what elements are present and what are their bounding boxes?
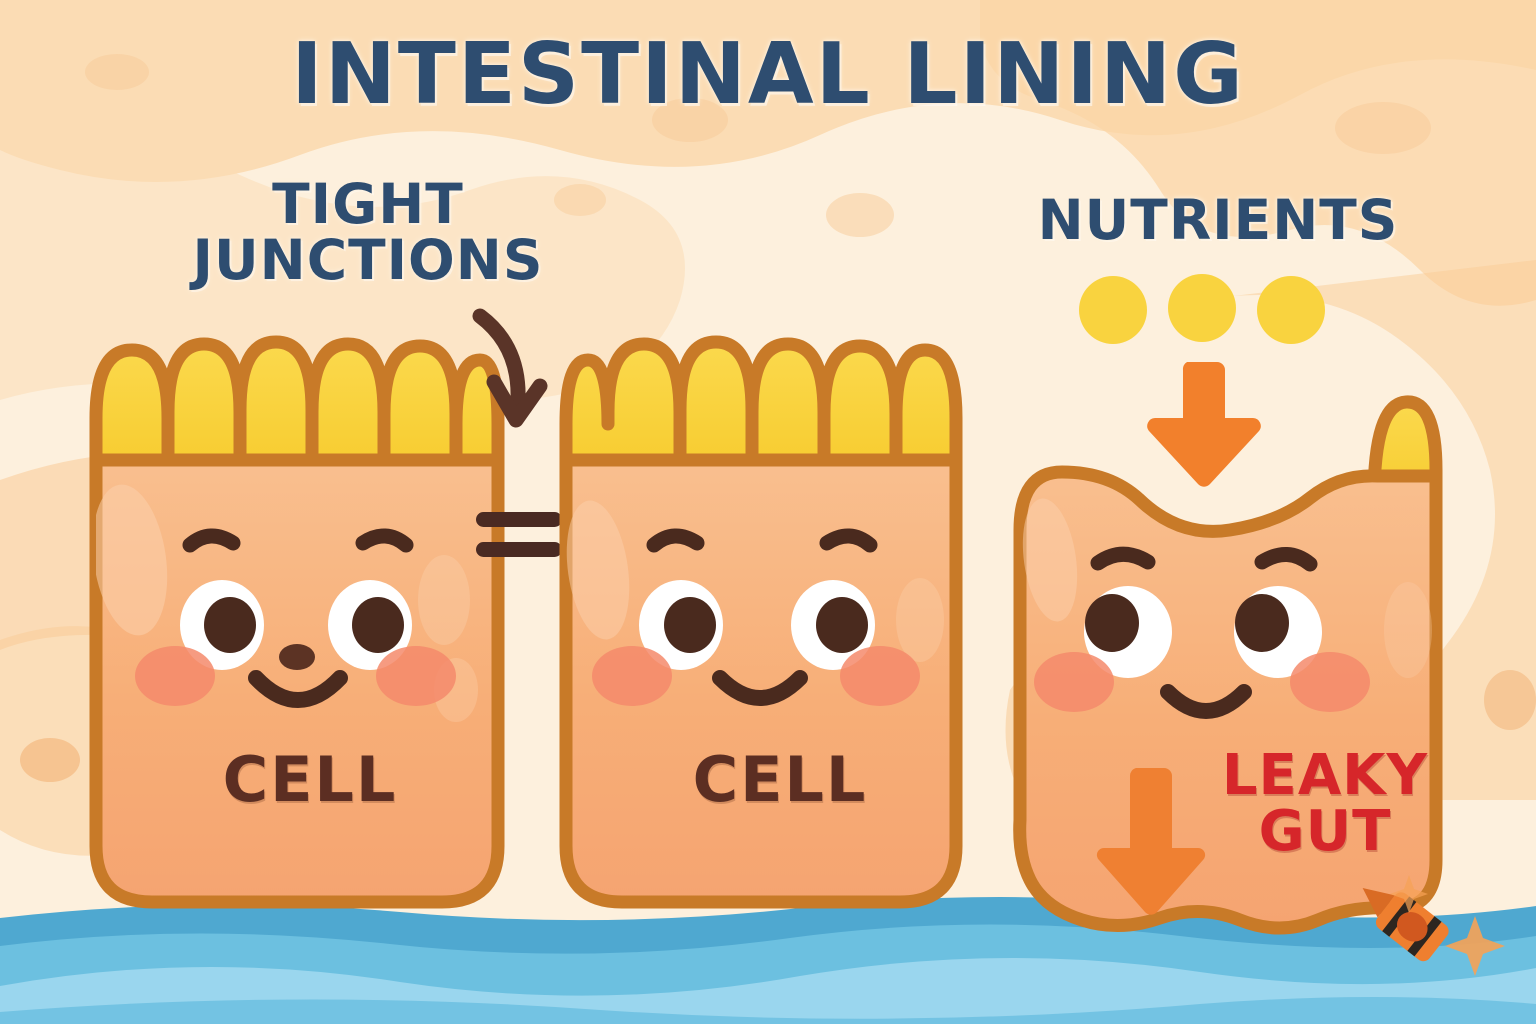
- cheek-left: [135, 646, 215, 706]
- pointer-arrow-icon: [472, 308, 548, 428]
- mouth-smile: [248, 670, 348, 708]
- cell-1[interactable]: [84, 335, 505, 909]
- sparkle-icon: [1445, 916, 1505, 976]
- pupil-left: [1085, 594, 1139, 652]
- eyebrow-left: [1090, 546, 1156, 571]
- cell-1-face: [135, 528, 456, 708]
- eyebrow-right: [1254, 547, 1318, 572]
- nutrient-dot-3: [1257, 276, 1325, 344]
- cell-3-leaky[interactable]: [1013, 395, 1443, 935]
- pupil-left: [204, 597, 256, 653]
- cell-2-body: [559, 453, 963, 909]
- nutrient-dot-1: [1079, 276, 1147, 344]
- pupil-right: [816, 597, 868, 653]
- eyebrow-left: [646, 528, 705, 553]
- tight-junction-bars[interactable]: [476, 512, 562, 557]
- eyebrow-right: [355, 528, 414, 553]
- nutrient-particles: [1079, 274, 1325, 344]
- cell-2-face: [592, 528, 920, 706]
- crayon-icon: [1362, 875, 1505, 976]
- cell-1-body: [89, 453, 505, 909]
- cheek-right: [840, 646, 920, 706]
- pupil-right: [1235, 594, 1289, 652]
- nutrient-dot-2: [1168, 274, 1236, 342]
- cell-2[interactable]: [559, 335, 963, 909]
- sparkle-icon-small: [1390, 875, 1428, 913]
- mouth-smile: [712, 670, 808, 706]
- pupil-left: [664, 597, 716, 653]
- nose: [279, 644, 315, 670]
- eyebrow-left: [182, 528, 241, 553]
- eyebrow-right: [819, 528, 878, 553]
- bloodstream-layers: [0, 897, 1536, 1024]
- cheek-left: [592, 646, 672, 706]
- cell-3-face: [1034, 546, 1370, 719]
- mouth-smile: [1160, 684, 1252, 719]
- cheek-right: [376, 646, 456, 706]
- cheek-left: [1034, 652, 1114, 712]
- pupil-right: [352, 597, 404, 653]
- leak-arrow-icon: [1096, 768, 1206, 915]
- nutrient-arrow-icon: [1147, 362, 1261, 487]
- cheek-right: [1290, 652, 1370, 712]
